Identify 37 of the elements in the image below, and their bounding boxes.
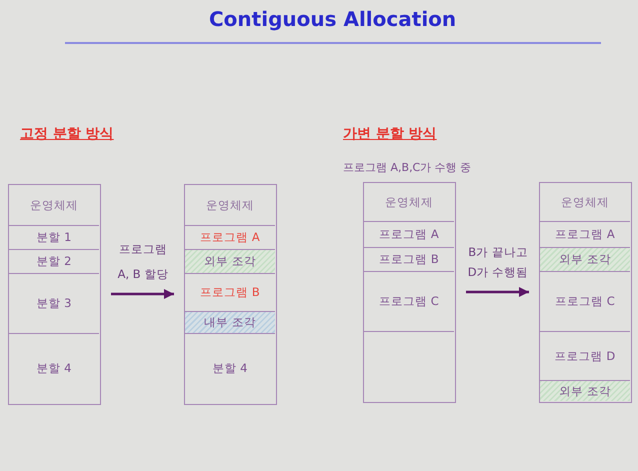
page-title: Contiguous Allocation bbox=[209, 7, 456, 31]
hatched-partition bbox=[185, 249, 275, 273]
partition-label: 프로그램 C bbox=[379, 294, 439, 309]
partition-label: 분할 4 bbox=[36, 361, 72, 376]
memory-column bbox=[539, 182, 632, 403]
partition-label: 분할 4 bbox=[212, 361, 248, 376]
memory-column bbox=[8, 184, 101, 405]
section-heading: 고정 분할 방식 bbox=[20, 125, 114, 143]
arrow bbox=[111, 289, 174, 299]
section-heading: 가변 분할 방식 bbox=[343, 125, 437, 143]
partition-label: 운영체제 bbox=[561, 194, 609, 210]
caption-text: 프로그램 A,B,C가 수행 중 bbox=[343, 161, 472, 175]
partition-label: 프로그램 A bbox=[200, 230, 260, 245]
partition-label: 프로그램 B bbox=[200, 285, 260, 300]
partition-label: 운영체제 bbox=[385, 194, 433, 210]
partition-label: 외부 조각 bbox=[559, 384, 611, 398]
partition-label: 분할 3 bbox=[36, 296, 72, 311]
partition-label: 분할 1 bbox=[36, 230, 72, 245]
hatched-partition bbox=[540, 247, 630, 271]
partition-label: 분할 2 bbox=[36, 254, 72, 269]
memory-column bbox=[184, 184, 277, 405]
partition-label: 외부 조각 bbox=[559, 252, 611, 267]
partition-label: 프로그램 A bbox=[379, 227, 439, 242]
partition-label: 내부 조각 bbox=[204, 315, 256, 330]
partition-label: 프로그램 D bbox=[554, 348, 616, 364]
hatched-partition bbox=[540, 380, 630, 401]
partition-label: 프로그램 B bbox=[379, 252, 439, 267]
edge-label: B가 끝나고 D가 수행됨 bbox=[466, 244, 530, 281]
partition-label: 프로그램 A bbox=[555, 227, 615, 242]
partition-label: 외부 조각 bbox=[204, 254, 256, 269]
hatched-partition bbox=[185, 311, 275, 333]
partition-label: 운영체제 bbox=[30, 198, 78, 212]
memory-column bbox=[363, 182, 456, 403]
partition-label: 운영체제 bbox=[206, 198, 254, 212]
arrow bbox=[466, 287, 529, 297]
edge-label: 프로그램 A, B 할당 bbox=[116, 241, 170, 283]
partition-label: 프로그램 C bbox=[555, 294, 615, 309]
